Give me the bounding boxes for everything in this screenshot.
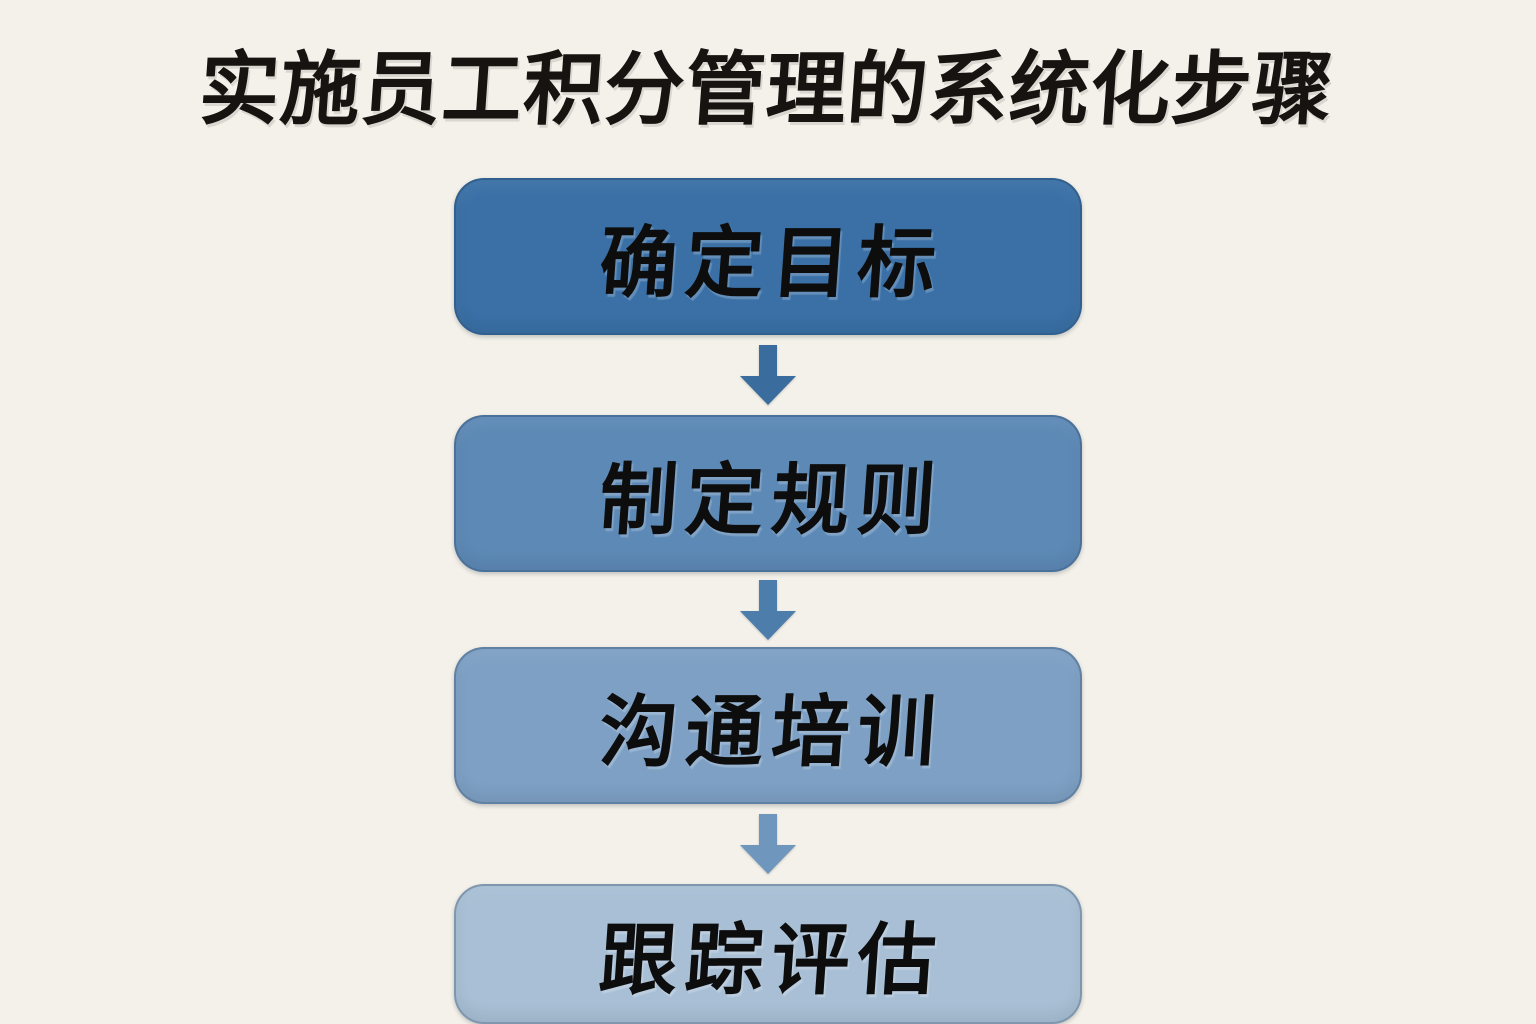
step-label-4: 跟踪评估 (596, 916, 947, 1004)
step-label-3: 沟通培训 (596, 687, 947, 776)
step-label-2: 制定规则 (596, 455, 947, 544)
step-box-3: 沟通培训 (454, 647, 1082, 804)
down-arrow-icon (740, 572, 796, 647)
step-label-1: 确定目标 (596, 218, 947, 307)
down-arrow-icon (740, 804, 796, 884)
step-box-1: 确定目标 (454, 178, 1082, 335)
down-arrow-icon (740, 335, 796, 415)
step-box-4: 跟踪评估 (454, 884, 1082, 1024)
page-title: 实施员工积分管理的系统化步骤 (196, 45, 1337, 134)
step-box-2: 制定规则 (454, 415, 1082, 572)
flow-column: 确定目标 制定规则 沟通培训 跟踪评估 (454, 178, 1082, 1024)
